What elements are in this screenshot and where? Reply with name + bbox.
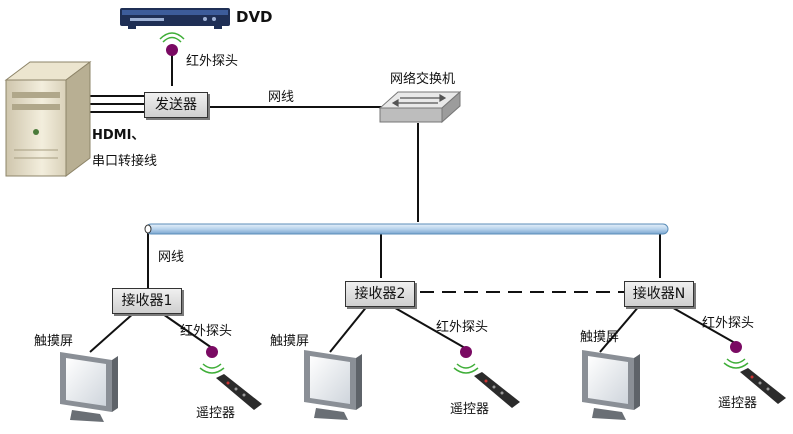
receiver-n-box: 接收器N bbox=[624, 281, 694, 307]
remote-control-2 bbox=[474, 372, 520, 408]
ir-probe-label-2: 红外探头 bbox=[436, 320, 489, 335]
receiver-1-box: 接收器1 bbox=[112, 288, 182, 314]
remote-control-1 bbox=[216, 374, 262, 410]
ir-probe-icon-2 bbox=[453, 346, 479, 374]
remote-label-2: 遥控器 bbox=[450, 402, 490, 417]
dvd-label: DVD bbox=[236, 8, 273, 26]
remote-label-n: 遥控器 bbox=[718, 396, 758, 411]
touchscreen-label-1: 触摸屏 bbox=[34, 334, 74, 349]
ir-probe-label-top: 红外探头 bbox=[186, 54, 239, 69]
dvd-player-icon bbox=[120, 8, 230, 29]
network-switch-icon bbox=[378, 90, 462, 124]
ir-probe-icon-top bbox=[159, 32, 185, 56]
network-bus bbox=[144, 223, 669, 235]
receiver-2-box: 接收器2 bbox=[345, 281, 415, 307]
hdmi-label: HDMI、 bbox=[92, 128, 145, 143]
touchscreen-label-3: 触摸屏 bbox=[580, 330, 620, 345]
ir-probe-icon-n bbox=[723, 341, 749, 369]
touchscreen-label-2: 触摸屏 bbox=[270, 334, 310, 349]
touchscreen-monitor-1 bbox=[60, 352, 118, 422]
ir-probe-label-n: 红外探头 bbox=[702, 316, 755, 331]
connection-lines bbox=[89, 52, 736, 353]
sender-box: 发送器 bbox=[144, 92, 208, 118]
network-switch-label: 网络交换机 bbox=[390, 72, 456, 87]
network-cable-label-bus: 网线 bbox=[158, 250, 185, 265]
ir-probe-icon-1 bbox=[199, 346, 225, 374]
serial-cable-label: 串口转接线 bbox=[92, 154, 158, 169]
remote-label-1: 遥控器 bbox=[196, 406, 236, 421]
touchscreen-monitor-2 bbox=[304, 350, 362, 420]
pc-tower-icon bbox=[4, 61, 92, 177]
network-cable-label-top: 网线 bbox=[268, 90, 295, 105]
touchscreen-monitor-3 bbox=[582, 350, 640, 420]
remote-control-n bbox=[740, 368, 786, 404]
ir-probe-label-1: 红外探头 bbox=[180, 324, 233, 339]
